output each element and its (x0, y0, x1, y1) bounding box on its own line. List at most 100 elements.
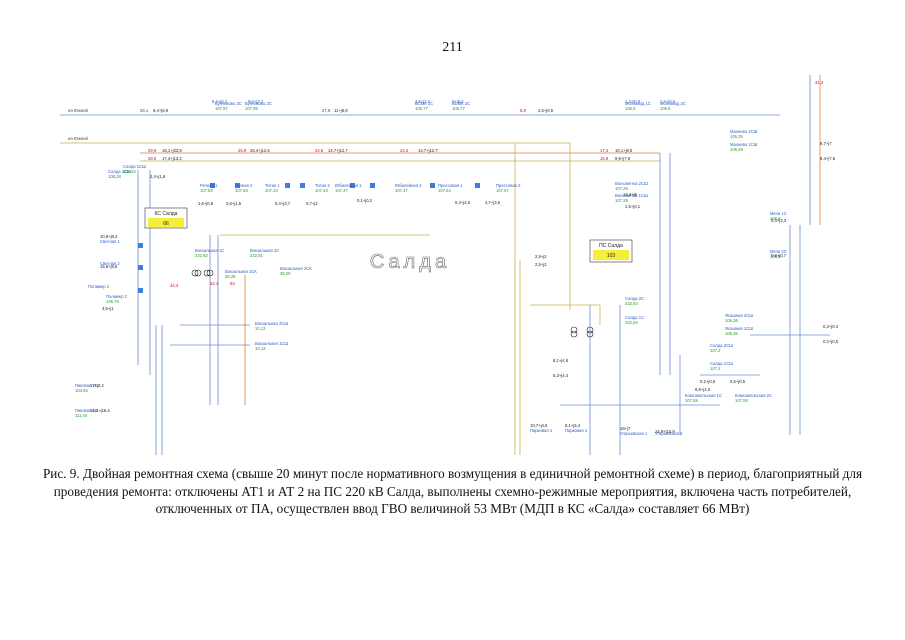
power-flow-label: 2,5+j2,4 (415, 99, 431, 104)
substation-voltage: 109,22 (123, 169, 136, 174)
power-flow-label: 27,9 (322, 108, 331, 113)
substation-voltage: 106,8 (770, 216, 781, 221)
substation-name: Юбилейная 2 (395, 183, 422, 188)
substation-voltage: 106,8 (770, 254, 781, 259)
line-label: на Южной (68, 108, 88, 113)
substation-voltage: 222,91 (250, 253, 263, 258)
substation-voltage: 105,29 (730, 147, 743, 152)
substation-name: Парковая 1 (530, 428, 553, 433)
power-flow-label: 17,4 (600, 148, 609, 153)
bus-marker (430, 183, 435, 188)
figure-caption: Рис. 9. Двойная ремонтная схема (свыше 2… (42, 466, 863, 516)
substation-voltage: 107,2 (710, 366, 721, 371)
power-flow-label: 5+j8,4 (452, 99, 464, 104)
substation-name: Комсомольская 2С (735, 393, 772, 398)
power-flow-label: 5,3+j4,5 (455, 200, 471, 205)
substation-name: Полимер 2 (106, 294, 128, 299)
substation-name: Светлая 2 (100, 261, 120, 266)
power-flow-label: 8,4+j8,9 (153, 108, 169, 113)
power-flow-label: 25,9 (238, 148, 247, 153)
power-flow-label: 1,4+j0,8 (625, 99, 641, 104)
power-flow-label: 13,4+j6 (623, 192, 638, 197)
substation-voltage: 222,84 (625, 320, 638, 325)
bus-marker (138, 288, 143, 293)
ks-box-label: КС Салда (155, 211, 178, 217)
substation-name: Салда 1СШ (710, 361, 733, 366)
line-labels: на Южной на Южной (68, 108, 88, 141)
power-flow-label: 0,4+j3,3 (771, 218, 787, 223)
substation-voltage: 107,43 (265, 188, 278, 193)
substation-voltage: 10,13 (255, 326, 266, 331)
power-flow-label: 10,9+j8,2 (100, 234, 118, 239)
power-flow-label: 44,3 (170, 283, 179, 288)
power-flow-label: 0,1+j0,2 (357, 198, 373, 203)
substation-name: Молзавод 1С (625, 101, 651, 106)
power-flow-label: 25,4+j12,6 (250, 148, 270, 153)
substation-name: Пиковая 2С (75, 383, 98, 388)
power-flow-label: 8,4+j7,8 (820, 156, 836, 161)
power-flow-label: 5,8 (520, 108, 526, 113)
substation-voltage: 106,36 (725, 331, 738, 336)
substation-voltage: 106,6 (660, 106, 671, 111)
substation-name: ВСМК 2С (452, 101, 470, 106)
substation-name: Юбилейная 1 (335, 183, 362, 188)
power-flow-label: 18,4+j16,4 (90, 408, 110, 413)
power-flow-label: 15,9 (600, 156, 609, 161)
power-flow-label: 2,5+j2 (535, 262, 547, 267)
area-title: Салда (370, 251, 450, 273)
substation-voltage: 222,92 (195, 253, 208, 258)
power-flow-label: 0,7+j2 (306, 201, 318, 206)
power-flow-label: 2,4+j1,8 (150, 174, 166, 179)
power-flow-label: 26,1 (140, 108, 149, 113)
power-flow-label: 17,4+j13,2 (162, 156, 182, 161)
substation-name: Угорьевская 2 (655, 431, 683, 436)
power-flow-label: 14,7+j12,7 (418, 148, 438, 153)
substation-name: Бубчиково 2С (245, 101, 272, 106)
power-flow-label: 10,7+j4,6 (530, 423, 548, 428)
substation-voltage: 107,2 (710, 348, 721, 353)
substation-name: Салда 2С (625, 296, 644, 301)
bus-marker (475, 183, 480, 188)
power-flow-label: 0,2+j0,5 (823, 339, 839, 344)
substation-voltage: 107,59 (735, 398, 748, 403)
substation-name: Вольтметка 1СШ (615, 193, 648, 198)
substation-name: Вокзальная 1СК (225, 269, 257, 274)
power-flow-label: 8,8+j2,3 (695, 387, 711, 392)
ps-box-value: 103 (607, 253, 616, 259)
power-flow-label: 1,6+j0,9 (198, 201, 214, 206)
power-flow-label: 8,2+j3,2 (248, 99, 264, 104)
substation-name: Угорьевская 1 (620, 431, 648, 436)
substation-name: Парковая 2 (565, 428, 588, 433)
substation-voltage: 106,36 (725, 318, 738, 323)
substation-name: Меча 2С (770, 249, 787, 254)
substation-name: Комсомольская 1С (685, 393, 722, 398)
substation-name: Махнево 2СШ (730, 129, 758, 134)
power-flow-label: 0,2+j0,5 (700, 379, 716, 384)
substation-name: Речная 2 (235, 183, 253, 188)
power-flow-label: 15,8+j9,8 (100, 264, 118, 269)
substation-name: Пиковая 1С (75, 408, 98, 413)
substation-name: Салда 1СШ (123, 164, 146, 169)
substation-voltage: 107,97 (215, 106, 228, 111)
power-flow-label: 1,5+j0,1 (625, 204, 641, 209)
blue-buses (138, 183, 480, 293)
substation-name: Ясашная 2СШ (725, 313, 753, 318)
power-flow-label: 9,7+j7 (820, 141, 832, 146)
power-flow-label: 18,1+j33,9 (162, 148, 182, 153)
power-flow-label: 8,1+j5,4 (565, 423, 581, 428)
substation-name: Вокзальная 2С (250, 248, 279, 253)
bus-marker (370, 183, 375, 188)
power-flow-label: 4,7+j3,6 (485, 200, 501, 205)
power-flow-label: 17+j8,2 (90, 383, 105, 388)
substation-name: Салда 1С (625, 315, 644, 320)
substation-name: Речная 1 (200, 183, 218, 188)
ks-box: КС Салда 66 (144, 207, 188, 229)
bus-marker (210, 183, 215, 188)
line-label: на Южной (68, 136, 88, 141)
substation-voltage: 107,59 (685, 398, 698, 403)
power-flow-label: 31,2 (815, 80, 824, 85)
substation-name: ВСМК 1С (415, 101, 433, 106)
grid-lines (60, 75, 830, 455)
substation-voltage: 105,76 (106, 299, 119, 304)
